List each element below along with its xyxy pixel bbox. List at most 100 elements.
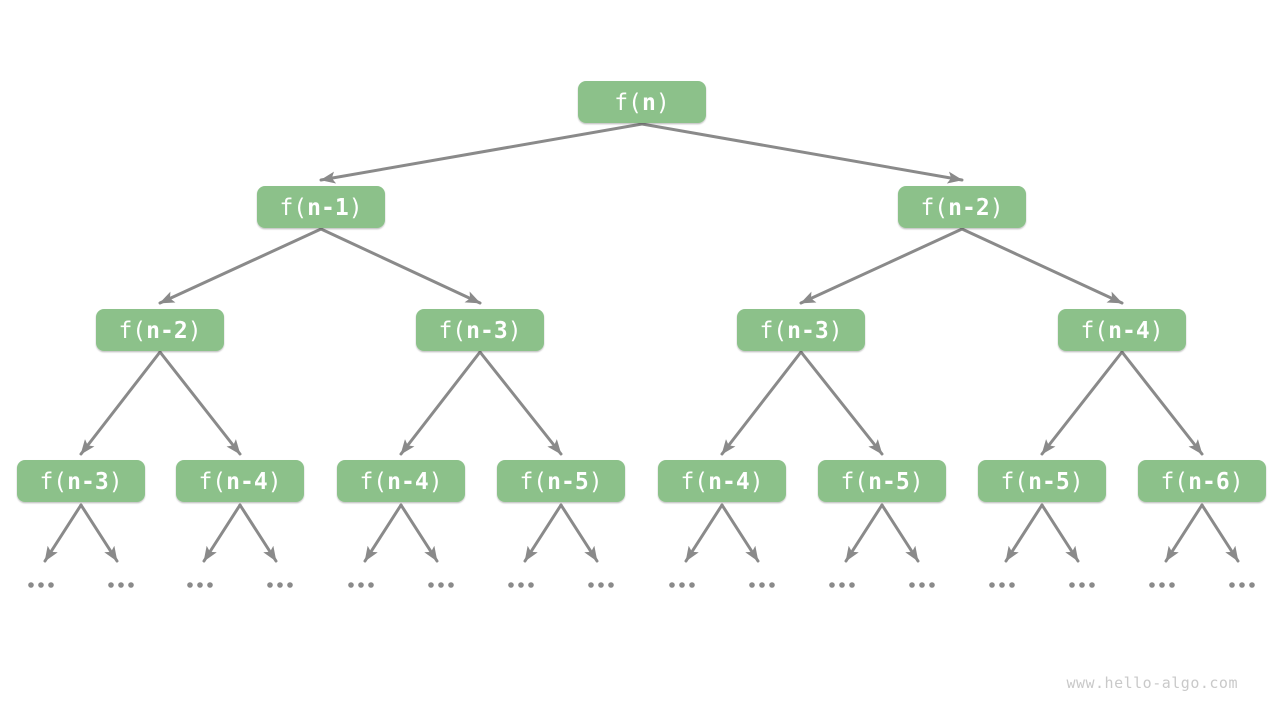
edge-arrow — [799, 227, 964, 305]
ellipsis-dot — [368, 582, 374, 588]
edge-arrow — [158, 350, 242, 456]
leaf-arrow — [43, 503, 83, 563]
ellipsis-dot — [358, 582, 364, 588]
node-box — [96, 309, 224, 351]
ellipsis-dot — [598, 582, 604, 588]
node-label: f(n-3) — [438, 318, 521, 344]
leaf-arrow — [238, 503, 278, 563]
leaf-arrow — [363, 503, 403, 563]
tree-node: f(n-3) — [737, 309, 865, 351]
ellipsis-dot — [428, 582, 434, 588]
ellipsis-dot — [528, 582, 534, 588]
ellipsis-dot — [759, 582, 765, 588]
leaf-arrow — [684, 503, 724, 563]
node-box — [658, 460, 786, 502]
ellipsis-leaf — [1229, 582, 1255, 588]
node-label: f(n) — [614, 90, 669, 116]
ellipsis-dot — [909, 582, 915, 588]
node-label: f(n-3) — [759, 318, 842, 344]
leaf-arrow — [1004, 503, 1044, 563]
node-label: f(n-1) — [279, 195, 362, 221]
ellipsis-leaf — [1149, 582, 1175, 588]
ellipsis-dot — [1149, 582, 1155, 588]
edge-arrow — [720, 350, 803, 456]
node-box — [818, 460, 946, 502]
node-box — [176, 460, 304, 502]
node-label: f(n-2) — [920, 195, 1003, 221]
ellipsis-layer — [28, 582, 1255, 588]
tree-node: f(n-6) — [1138, 460, 1266, 502]
ellipsis-dot — [108, 582, 114, 588]
ellipsis-dot — [348, 582, 354, 588]
tree-node: f(n-5) — [497, 460, 625, 502]
leaf-arrow — [880, 503, 920, 563]
ellipsis-dot — [669, 582, 675, 588]
node-box — [17, 460, 145, 502]
node-label: f(n-4) — [198, 469, 281, 495]
ellipsis-dot — [118, 582, 124, 588]
tree-node: f(n-4) — [176, 460, 304, 502]
ellipsis-dot — [1089, 582, 1095, 588]
ellipsis-dot — [508, 582, 514, 588]
ellipsis-leaf — [588, 582, 614, 588]
ellipsis-dot — [849, 582, 855, 588]
ellipsis-leaf — [989, 582, 1015, 588]
ellipsis-leaf — [1069, 582, 1095, 588]
edge-arrow — [478, 350, 563, 456]
node-box — [978, 460, 1106, 502]
ellipsis-dot — [919, 582, 925, 588]
tree-node: f(n-3) — [416, 309, 544, 351]
ellipsis-dot — [749, 582, 755, 588]
edge-arrow — [1120, 350, 1204, 456]
leaf-arrow — [720, 503, 760, 563]
node-label: f(n-5) — [519, 469, 602, 495]
ellipsis-dot — [839, 582, 845, 588]
ellipsis-leaf — [428, 582, 454, 588]
edge-arrow — [158, 227, 323, 305]
tree-node: f(n-4) — [658, 460, 786, 502]
node-box — [337, 460, 465, 502]
ellipsis-dot — [207, 582, 213, 588]
leaf-arrow — [399, 503, 439, 563]
ellipsis-dot — [829, 582, 835, 588]
ellipsis-dot — [999, 582, 1005, 588]
edge-arrow — [319, 122, 644, 184]
node-box — [497, 460, 625, 502]
leaf-arrow — [559, 503, 599, 563]
node-label: f(n-3) — [39, 469, 122, 495]
ellipsis-leaf — [28, 582, 54, 588]
edges-layer — [43, 122, 1240, 563]
ellipsis-dot — [187, 582, 193, 588]
ellipsis-dot — [1069, 582, 1075, 588]
leaf-arrow — [523, 503, 563, 563]
ellipsis-leaf — [348, 582, 374, 588]
ellipsis-dot — [929, 582, 935, 588]
node-label: f(n-2) — [118, 318, 201, 344]
tree-node: f(n) — [578, 81, 706, 123]
edge-arrow — [799, 350, 884, 456]
node-label: f(n-5) — [1000, 469, 1083, 495]
tree-node: f(n-5) — [818, 460, 946, 502]
node-box — [1138, 460, 1266, 502]
ellipsis-dot — [287, 582, 293, 588]
ellipsis-leaf — [829, 582, 855, 588]
node-label: f(n-4) — [680, 469, 763, 495]
node-label: f(n-6) — [1160, 469, 1243, 495]
leaf-arrow — [1164, 503, 1204, 563]
watermark: www.hello-algo.com — [1066, 674, 1238, 692]
ellipsis-dot — [38, 582, 44, 588]
ellipsis-leaf — [669, 582, 695, 588]
edge-arrow — [79, 350, 162, 456]
ellipsis-dot — [267, 582, 273, 588]
ellipsis-dot — [679, 582, 685, 588]
ellipsis-dot — [448, 582, 454, 588]
ellipsis-leaf — [508, 582, 534, 588]
ellipsis-dot — [1229, 582, 1235, 588]
ellipsis-dot — [989, 582, 995, 588]
ellipsis-leaf — [187, 582, 213, 588]
ellipsis-dot — [689, 582, 695, 588]
leaf-arrow — [844, 503, 884, 563]
tree-node: f(n-5) — [978, 460, 1106, 502]
